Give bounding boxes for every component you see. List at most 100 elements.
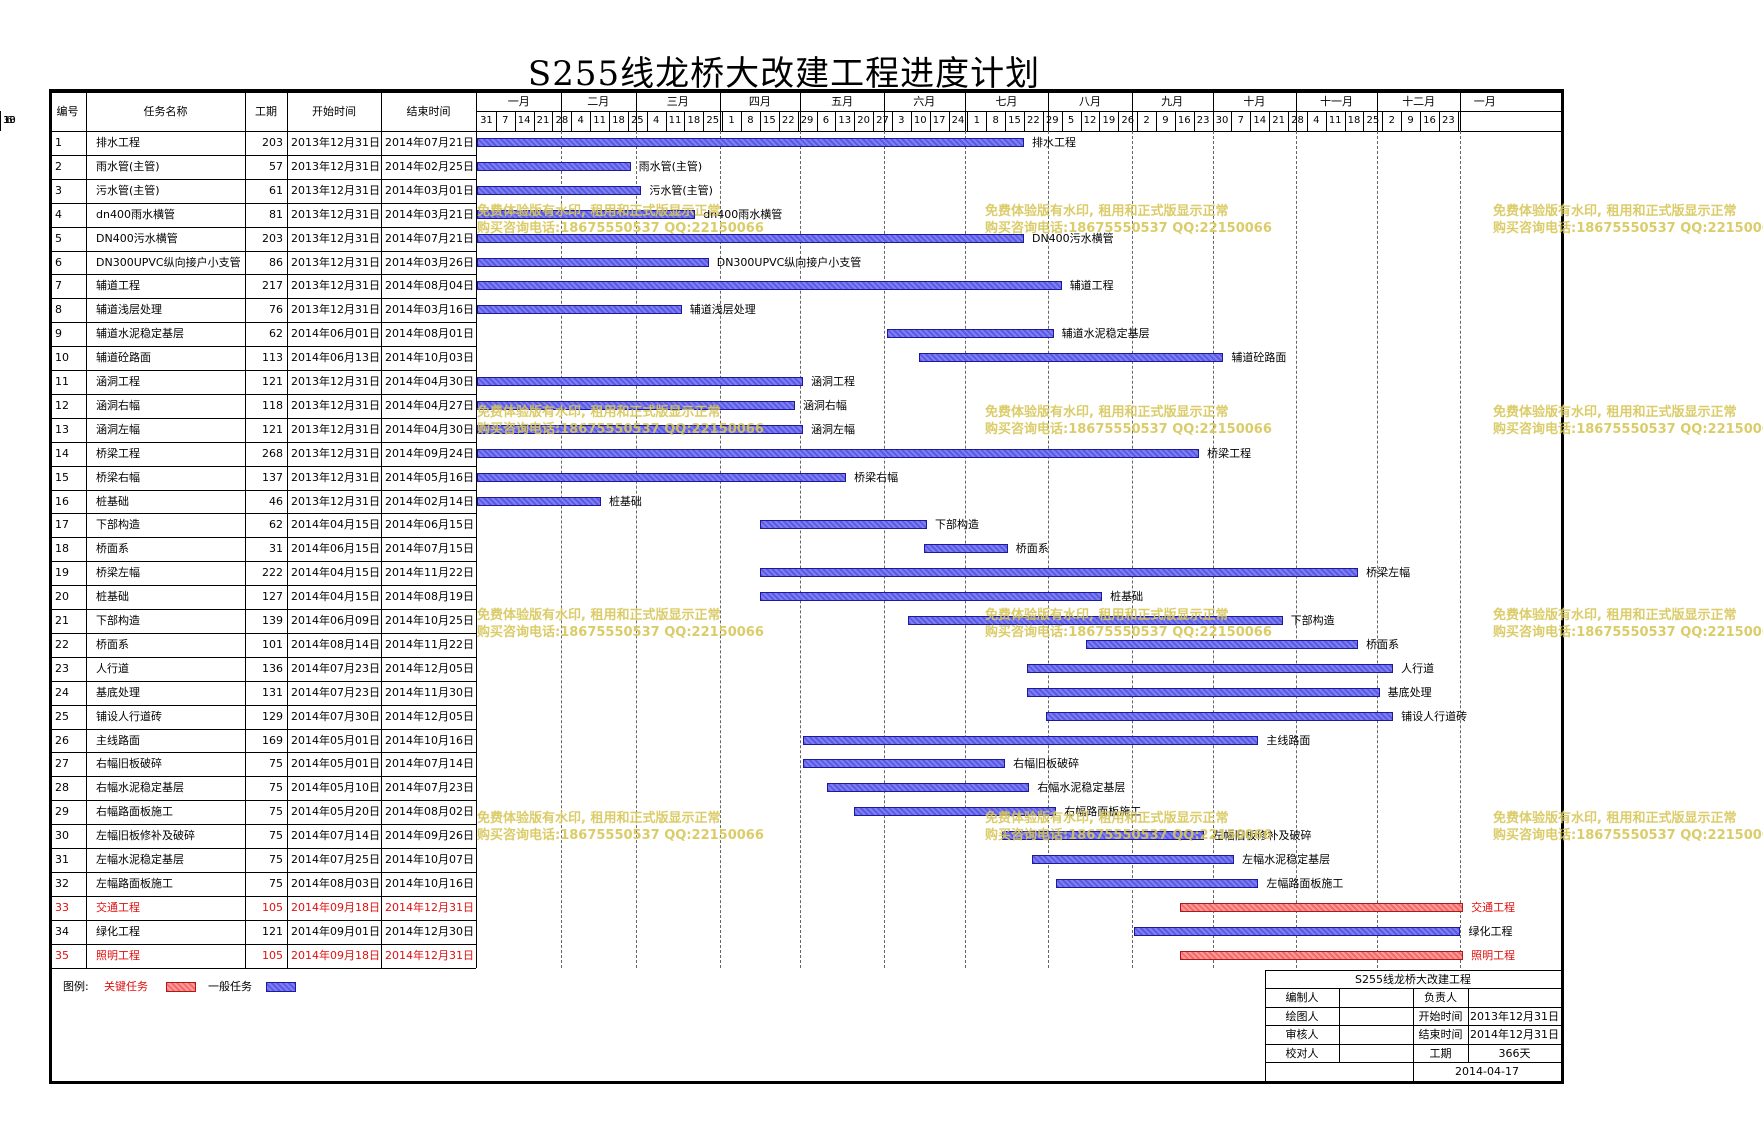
titleblock-reviewer-label: 审核人	[1285, 1028, 1319, 1042]
week-header: 23	[1196, 115, 1210, 126]
gantt-bar[interactable]	[854, 807, 1057, 817]
task-dur: 62	[269, 518, 283, 532]
month-header: 八月	[1078, 95, 1101, 108]
task-end: 2014年08月02日	[385, 805, 474, 819]
gantt-bar[interactable]	[1180, 950, 1464, 960]
column-header-start: 开始时间	[312, 105, 356, 118]
gantt-bar[interactable]	[477, 233, 1024, 243]
column-header-dur: 工期	[255, 105, 277, 118]
week-line	[1382, 111, 1384, 131]
task-no: 9	[55, 327, 62, 341]
task-no: 29	[55, 805, 69, 819]
gantt-bar[interactable]	[1134, 926, 1461, 936]
gantt-bar[interactable]	[803, 735, 1259, 745]
gantt-bar[interactable]	[886, 329, 1054, 339]
task-name: 雨水管(主管)	[96, 159, 160, 173]
gantt-bar[interactable]	[477, 209, 696, 219]
week-header: 25	[706, 115, 720, 126]
gantt-bar[interactable]	[803, 759, 1006, 769]
gantt-bar[interactable]	[477, 281, 1062, 291]
task-name: 辅道砼路面	[96, 351, 151, 365]
week-header: 27	[876, 115, 889, 126]
task-end: 2014年07月21日	[385, 231, 474, 245]
gantt-frame	[49, 89, 1564, 1084]
titleblock-left	[1265, 969, 1266, 1081]
gantt-bar[interactable]	[759, 520, 927, 530]
column-header-no: 编号	[56, 105, 79, 118]
task-end: 2014年04月27日	[385, 398, 474, 412]
gantt-bar-label: 下部构造	[934, 518, 979, 532]
month-grid-line	[719, 131, 721, 968]
week-header: 10	[913, 115, 927, 126]
task-dur: 62	[269, 327, 283, 341]
week-header: 12	[1083, 115, 1097, 126]
gantt-bar[interactable]	[477, 424, 804, 434]
gantt-bar-label: 雨水管(主管)	[638, 159, 703, 173]
gantt-bar[interactable]	[1180, 902, 1464, 912]
gantt-bar-label: DN300UPVC纵向接户小支管	[716, 255, 862, 269]
task-start: 2013年12月31日	[291, 422, 380, 436]
task-start: 2013年12月31日	[291, 303, 380, 317]
task-end: 2014年07月23日	[385, 781, 474, 795]
gantt-bar[interactable]	[477, 400, 795, 410]
row-line	[49, 250, 476, 252]
gantt-bar[interactable]	[477, 496, 601, 506]
task-name: 桥梁工程	[96, 446, 140, 460]
gantt-bar[interactable]	[827, 783, 1030, 793]
task-dur: 105	[262, 900, 283, 914]
week-header: 22	[1027, 115, 1040, 126]
gantt-bar[interactable]	[924, 544, 1008, 554]
gantt-bar-label: DN400污水横管	[1031, 231, 1114, 245]
task-dur: 61	[269, 183, 283, 197]
task-start: 2014年08月14日	[291, 637, 380, 651]
week-line	[571, 111, 573, 131]
gantt-bar[interactable]	[1056, 878, 1259, 888]
gantt-bar[interactable]	[477, 448, 1200, 458]
task-no: 34	[55, 924, 69, 938]
task-start: 2013年12月31日	[291, 279, 380, 293]
task-start: 2013年12月31日	[291, 398, 380, 412]
week-header: 1	[728, 115, 735, 126]
gantt-bar[interactable]	[477, 138, 1024, 147]
gantt-bar-label: 辅道水泥稳定基层	[1061, 327, 1150, 341]
week-line	[1457, 111, 1459, 131]
gantt-bar[interactable]	[918, 353, 1224, 363]
task-start: 2013年12月31日	[291, 231, 380, 245]
week-header: 17	[932, 115, 946, 126]
week-line	[0, 111, 1, 131]
gantt-bar[interactable]	[477, 161, 631, 171]
week-line	[1269, 111, 1271, 131]
task-start: 2014年07月23日	[291, 685, 380, 699]
gantt-bar[interactable]	[759, 592, 1103, 602]
task-no: 32	[55, 876, 69, 890]
gantt-bar[interactable]	[1026, 663, 1394, 673]
titleblock-top	[1265, 969, 1561, 971]
gantt-bar[interactable]	[1085, 639, 1359, 649]
titleblock-project: S255线龙桥大改建工程	[1355, 972, 1471, 986]
week-line	[967, 111, 969, 131]
gantt-bar[interactable]	[1032, 855, 1235, 864]
gantt-bar[interactable]	[1045, 711, 1394, 721]
task-dur: 203	[262, 136, 283, 149]
gantt-bar[interactable]	[759, 568, 1359, 578]
gantt-bar[interactable]	[1002, 831, 1205, 841]
gantt-bar[interactable]	[477, 185, 642, 195]
gantt-bar[interactable]	[477, 305, 682, 315]
gantt-bar-label: 下部构造	[1290, 614, 1335, 627]
month-grid-line	[1376, 131, 1378, 968]
gantt-bar[interactable]	[1026, 687, 1380, 697]
task-dur: 222	[262, 566, 283, 580]
task-start: 2014年05月01日	[291, 733, 380, 747]
task-name: 涵洞左幅	[96, 422, 140, 436]
week-header: 21	[1272, 115, 1285, 126]
week-line	[1174, 111, 1176, 131]
gantt-bar[interactable]	[477, 377, 804, 386]
gantt-bar[interactable]	[477, 472, 847, 482]
week-line	[1137, 111, 1139, 131]
gantt-bar[interactable]	[908, 616, 1283, 625]
gantt-bar[interactable]	[477, 257, 709, 267]
task-end: 2014年08月01日	[385, 327, 474, 341]
task-no: 10	[55, 351, 69, 365]
header-top-line	[49, 92, 1564, 93]
task-dur: 46	[269, 494, 283, 508]
